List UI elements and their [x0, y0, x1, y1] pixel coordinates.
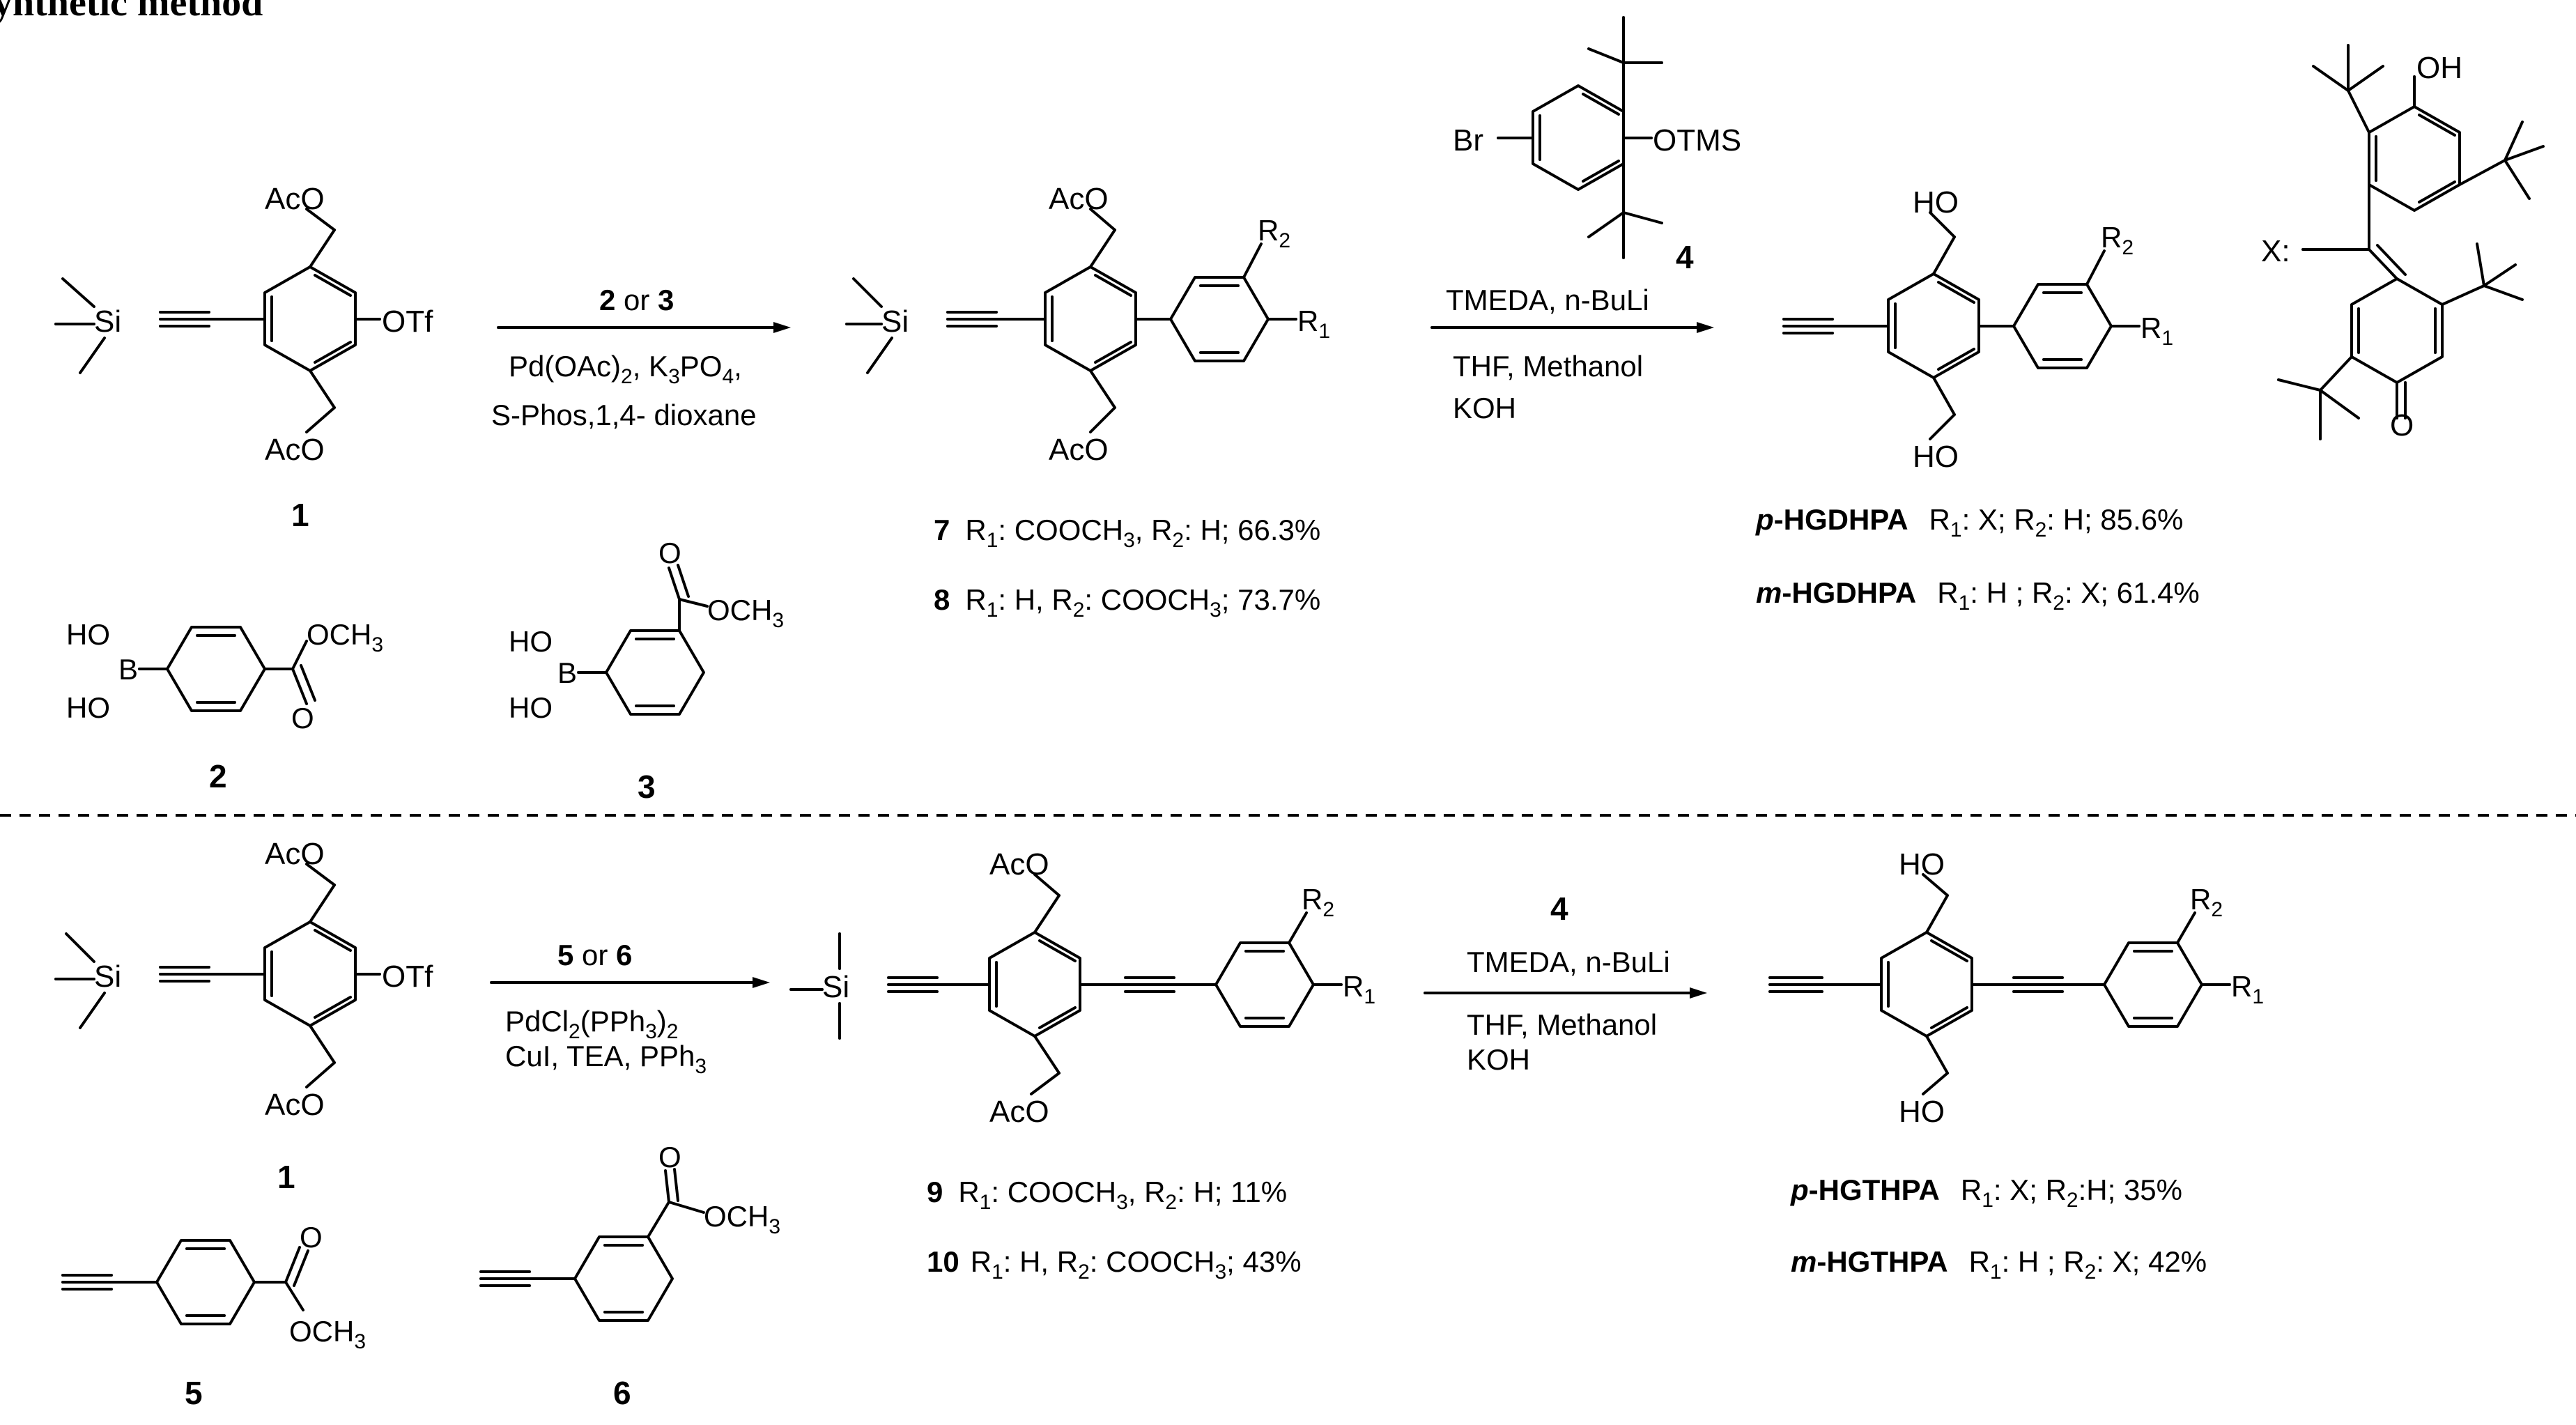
- atom-ho: HO: [1899, 847, 1945, 881]
- atom-ho: HO: [1899, 1095, 1945, 1129]
- reagent-line-3: KOH: [1467, 1043, 1530, 1076]
- atom-aco: AcO: [265, 182, 325, 216]
- compound-4: Br OTMS 4: [1453, 16, 1741, 275]
- reaction-arrow-top-2: TMEDA, n-BuLi THF, Methanol KOH: [1430, 284, 1714, 424]
- atom-o: O: [2390, 408, 2414, 442]
- compound-label-2: 2: [209, 758, 227, 794]
- atom-o: O: [291, 702, 314, 734]
- atom-oh: OH: [2416, 51, 2462, 85]
- atom-aco: AcO: [265, 837, 325, 871]
- atom-b: B: [557, 656, 577, 689]
- header-fragment: ynthetic method: [0, 0, 263, 24]
- atom-otms: OTMS: [1653, 123, 1741, 157]
- atom-och3: OCH3: [704, 1200, 780, 1238]
- atom-o: O: [300, 1221, 323, 1254]
- atom-aco: AcO: [989, 1095, 1049, 1129]
- label-r1: R1: [1297, 305, 1330, 343]
- label-r2: R2: [1258, 214, 1290, 252]
- atom-ho: HO: [509, 625, 553, 658]
- compound-1-bottom: Si OTf AcO AcO 1: [54, 837, 433, 1195]
- atom-aco: AcO: [989, 847, 1049, 881]
- reagent-line-2: PdCl2(PPh3)2: [505, 1005, 678, 1043]
- compound-7-8: Si AcO AcO R2 R1: [845, 182, 1330, 467]
- compound-3: HO HO B O OCH3 3: [509, 537, 784, 805]
- atom-aco: AcO: [1049, 433, 1109, 467]
- compound-label-6: 6: [613, 1375, 631, 1411]
- atom-si: Si: [94, 960, 121, 994]
- compound-label-5: 5: [185, 1375, 203, 1411]
- atom-aco: AcO: [265, 1088, 325, 1122]
- reagent-line-2: THF, Methanol: [1453, 350, 1643, 383]
- compound-label-1: 1: [291, 497, 309, 533]
- atom-ho: HO: [1913, 185, 1959, 219]
- reagent-line-1: TMEDA, n-BuLi: [1467, 946, 1670, 978]
- compound-9-10: Si AcO AcO R2 R1: [789, 847, 1375, 1129]
- label-r1: R1: [2141, 311, 2173, 350]
- compound-1-top: Si OTf AcO AcO 1: [54, 182, 433, 533]
- compound-6: O OCH3 6: [479, 1141, 780, 1411]
- atom-si: Si: [822, 970, 849, 1004]
- atom-otf: OTf: [382, 305, 433, 339]
- reaction-arrow-bottom-1: 5 or 6 PdCl2(PPh3)2 CuI, TEA, PPh3: [490, 939, 770, 1078]
- reagent-line-3: KOH: [1453, 392, 1516, 424]
- atom-ho: HO: [1913, 440, 1959, 474]
- compound-2: HO HO B O OCH3 2: [66, 618, 383, 794]
- atom-ho: HO: [66, 691, 110, 724]
- reagent-line-1: 2 or 3: [599, 284, 674, 316]
- label-r2: R2: [2190, 883, 2223, 921]
- compound-label-3: 3: [638, 769, 656, 805]
- atom-si: Si: [881, 305, 909, 339]
- reaction-arrow-bottom-2: 4 TMEDA, n-BuLi THF, Methanol KOH: [1424, 891, 1707, 1076]
- atom-si: Si: [94, 305, 121, 339]
- atom-br: Br: [1453, 123, 1483, 157]
- atom-o: O: [658, 537, 681, 569]
- compound-label-4: 4: [1676, 239, 1694, 275]
- atom-ho: HO: [66, 618, 110, 651]
- atom-b: B: [118, 653, 138, 686]
- atom-o: O: [658, 1141, 681, 1173]
- label-x: X:: [2261, 234, 2290, 268]
- reagent-line-3: CuI, TEA, PPh3: [505, 1040, 707, 1078]
- product-hgdhpa: HO HO R2 R1: [1782, 185, 2173, 474]
- atom-och3: OCH3: [289, 1315, 366, 1353]
- reaction-arrow-top-1: 2 or 3 Pd(OAc)2, K3PO4, S-Phos,1,4- diox…: [491, 284, 791, 431]
- compound-label-4: 4: [1550, 891, 1568, 927]
- product-hgthpa: HO HO R2 R1: [1768, 847, 2264, 1129]
- label-r1: R1: [1343, 970, 1375, 1008]
- x-group-structure: X: OH O: [2261, 44, 2545, 442]
- compound-5: O OCH3 5: [61, 1221, 366, 1411]
- atom-ho: HO: [509, 691, 553, 724]
- label-r1: R1: [2231, 970, 2264, 1008]
- reagent-line-1: 5 or 6: [557, 939, 632, 971]
- atom-och3: OCH3: [707, 594, 784, 632]
- reagent-line-1: TMEDA, n-BuLi: [1446, 284, 1649, 316]
- atom-otf: OTf: [382, 960, 433, 994]
- label-r2: R2: [2101, 221, 2134, 259]
- compound-label-1: 1: [277, 1159, 295, 1195]
- atom-aco: AcO: [265, 433, 325, 467]
- reagent-line-2: THF, Methanol: [1467, 1008, 1657, 1041]
- atom-och3: OCH3: [307, 618, 383, 656]
- reagent-line-3: S-Phos,1,4- dioxane: [491, 399, 757, 431]
- reagent-line-2: Pd(OAc)2, K3PO4,: [509, 350, 742, 388]
- atom-aco: AcO: [1049, 182, 1109, 216]
- label-r2: R2: [1302, 883, 1334, 921]
